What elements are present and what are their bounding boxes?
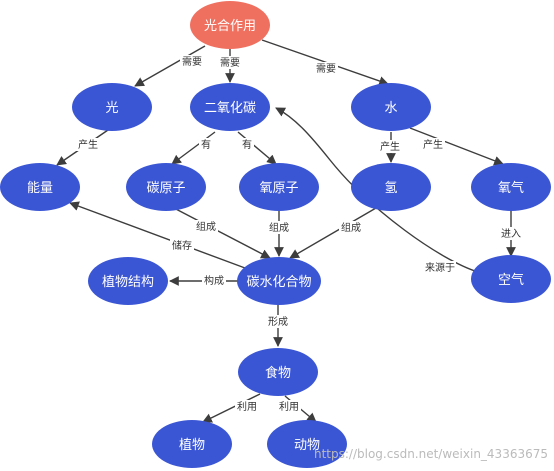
node-shiwu[interactable]: 食物 <box>238 348 318 396</box>
edge-label-yang-carb: 组成 <box>269 221 289 234</box>
node-label-yangqi: 氧气 <box>498 180 524 196</box>
edge-label-qing-carb: 组成 <box>341 221 361 234</box>
node-zhiwujiegou[interactable]: 植物结构 <box>88 257 168 305</box>
node-tanyuanzi[interactable]: 碳原子 <box>126 163 206 211</box>
edge-root-guang <box>134 45 206 87</box>
node-label-qing: 氢 <box>384 181 397 196</box>
edge-shui-yangqi <box>409 127 504 166</box>
edge-tan-carb <box>171 206 271 259</box>
node-label-guanghezuoyong: 光合作用 <box>204 19 256 34</box>
node-label-zhiwu: 植物 <box>179 438 205 453</box>
edge-label-root-guang: 需要 <box>182 56 202 68</box>
node-eryanghuatan[interactable]: 二氧化碳 <box>190 83 270 131</box>
edge-label-shui-yangqi: 产生 <box>423 138 443 151</box>
edge-label-co2-tan: 有 <box>201 138 211 151</box>
node-label-nengliang: 能量 <box>27 181 53 196</box>
node-dongwu[interactable]: 动物 <box>267 420 347 468</box>
edge-label-carb-jiegou: 构成 <box>204 274 224 287</box>
node-guanghezuoyong[interactable]: 光合作用 <box>190 1 270 49</box>
node-guang[interactable]: 光 <box>72 83 152 131</box>
node-label-dongwu: 动物 <box>294 438 320 453</box>
node-tanshuihuahewu[interactable]: 碳水化合物 <box>237 257 321 305</box>
node-label-shui: 水 <box>384 101 397 116</box>
edge-label-guang-nengliang: 产生 <box>78 138 98 151</box>
edges: 需要 需要 需要 产生 有 有 产生 产生 进入 <box>56 39 523 423</box>
edge-kongqi-co2 <box>275 107 479 273</box>
node-kongqi[interactable]: 空气 <box>471 255 551 303</box>
edge-label-shiwu-zhiwu: 利用 <box>237 401 257 413</box>
node-label-tanshuihuahewu: 碳水化合物 <box>246 275 311 290</box>
node-nengliang[interactable]: 能量 <box>0 163 80 211</box>
edge-carb-nengliang <box>69 201 246 269</box>
edge-label-carb-shiwu: 形成 <box>268 316 288 328</box>
node-label-guang: 光 <box>105 101 118 116</box>
edge-label-co2-yang: 有 <box>242 138 252 151</box>
node-zhiwu[interactable]: 植物 <box>152 420 232 468</box>
edge-label-shui-qing: 产生 <box>380 140 400 153</box>
node-qing[interactable]: 氢 <box>351 163 431 211</box>
edge-co2-tan <box>171 131 216 165</box>
node-label-shiwu: 食物 <box>265 365 291 381</box>
node-label-yangyuanzi: 氧原子 <box>259 181 298 196</box>
edge-shiwu-zhiwu <box>202 393 261 423</box>
edge-label-carb-nengliang: 储存 <box>172 239 192 252</box>
edge-label-kongqi-co2: 来源于 <box>425 261 455 274</box>
edge-co2-yang <box>237 131 277 165</box>
node-label-tanyuanzi: 碳原子 <box>146 181 185 196</box>
edge-label-shiwu-dongwu: 利用 <box>279 401 299 413</box>
node-yangyuanzi[interactable]: 氧原子 <box>239 163 319 211</box>
edge-label-root-co2: 需要 <box>220 57 240 69</box>
edge-qing-carb <box>289 207 377 259</box>
node-label-eryanghuatan: 二氧化碳 <box>204 101 256 116</box>
watermark-text: https://blog.csdn.net/weixin_43363675 <box>314 447 548 461</box>
edge-label-root-shui: 需要 <box>316 63 336 75</box>
edge-label-yangqi-kongqi: 进入 <box>501 228 521 240</box>
node-shui[interactable]: 水 <box>351 83 431 131</box>
node-label-zhiwujiegou: 植物结构 <box>102 275 154 290</box>
node-yangqi[interactable]: 氧气 <box>471 163 551 211</box>
node-label-kongqi: 空气 <box>498 272 524 288</box>
edge-label-tan-carb: 组成 <box>196 220 216 233</box>
